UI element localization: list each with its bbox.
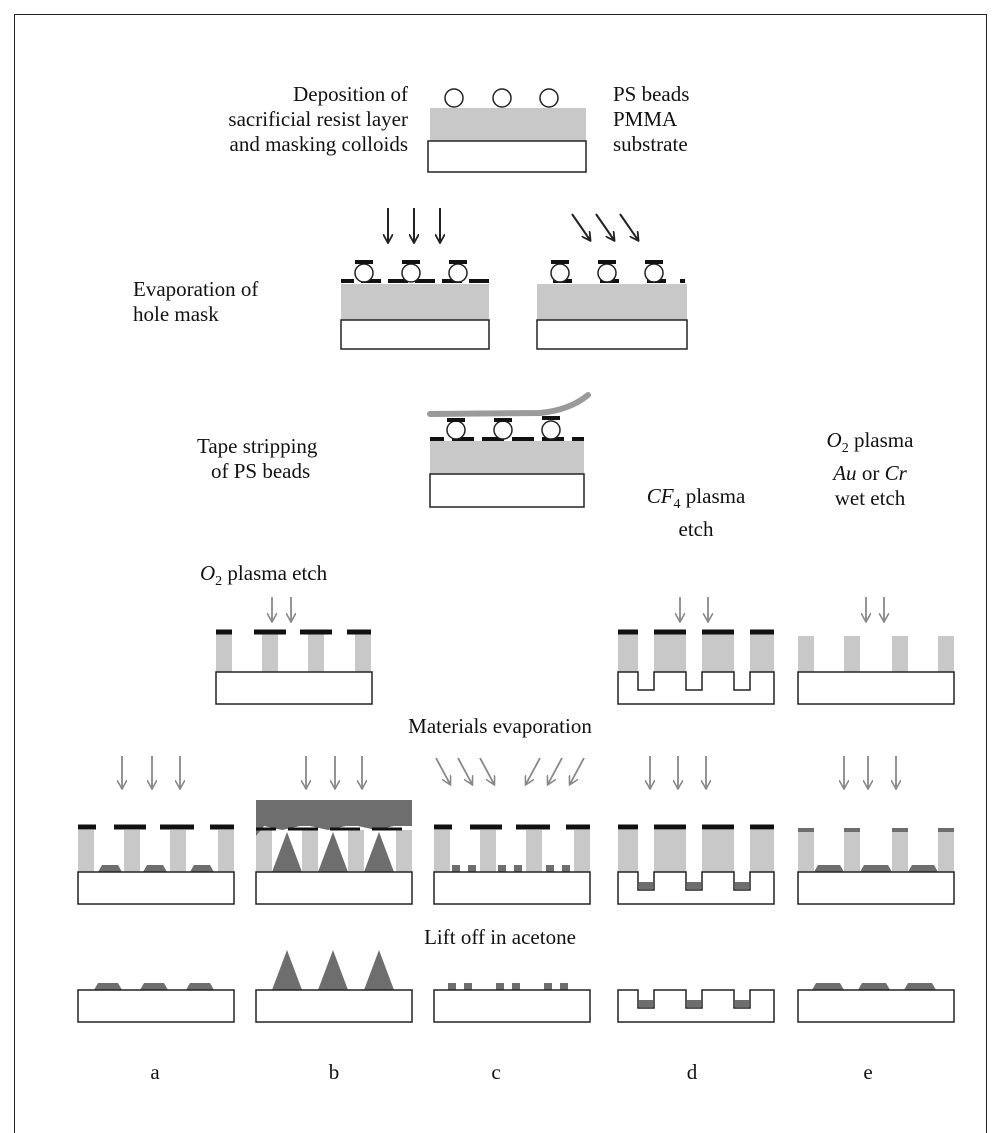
column-a-result <box>77 983 235 1023</box>
ps-bead <box>492 88 512 108</box>
column-d-result <box>617 989 775 1023</box>
step3-label: Tape stripping of PS beads <box>197 434 318 483</box>
step2-normal-evaporation <box>340 208 490 350</box>
column-b-evaporation <box>255 756 413 905</box>
column-c-result <box>433 983 591 1023</box>
o2-plasma-etch-label: O2 plasma etch <box>200 561 328 590</box>
cf4-etch-stack <box>617 597 775 705</box>
column-label-e: e <box>863 1060 873 1084</box>
lift-off-label: Lift off in acetone <box>424 925 576 949</box>
column-b-result <box>255 950 413 1023</box>
column-label-d: d <box>686 1060 698 1084</box>
wet-etch-stack <box>797 597 955 705</box>
o2-etch-stack <box>215 597 373 705</box>
ps-bead <box>539 88 559 108</box>
column-label-a: a <box>150 1060 160 1084</box>
step3-stack <box>427 392 591 508</box>
column-d-evaporation <box>617 756 775 905</box>
o2-wet-etch-label: O2 plasma Au or Cr wet etch <box>826 428 914 511</box>
ps-bead <box>444 88 464 108</box>
column-c-evaporation <box>433 757 591 905</box>
step1-legend: PS beads PMMA substrate <box>613 82 690 156</box>
materials-evaporation-label: Materials evaporation <box>408 714 592 738</box>
column-e-result <box>797 983 955 1023</box>
step1-label: Deposition of sacrificial resist layer a… <box>228 82 408 156</box>
step2-label: Evaporation of hole mask <box>133 277 259 326</box>
step2-angled-evaporation <box>536 213 688 350</box>
column-label-b: b <box>328 1060 340 1084</box>
column-a-evaporation <box>77 756 235 905</box>
cf4-plasma-etch-label: CF4 plasma etch <box>646 484 746 542</box>
column-label-c: c <box>491 1060 501 1084</box>
figure-frame <box>14 14 987 1133</box>
column-e-evaporation <box>797 756 955 905</box>
step1-stack <box>427 88 587 173</box>
